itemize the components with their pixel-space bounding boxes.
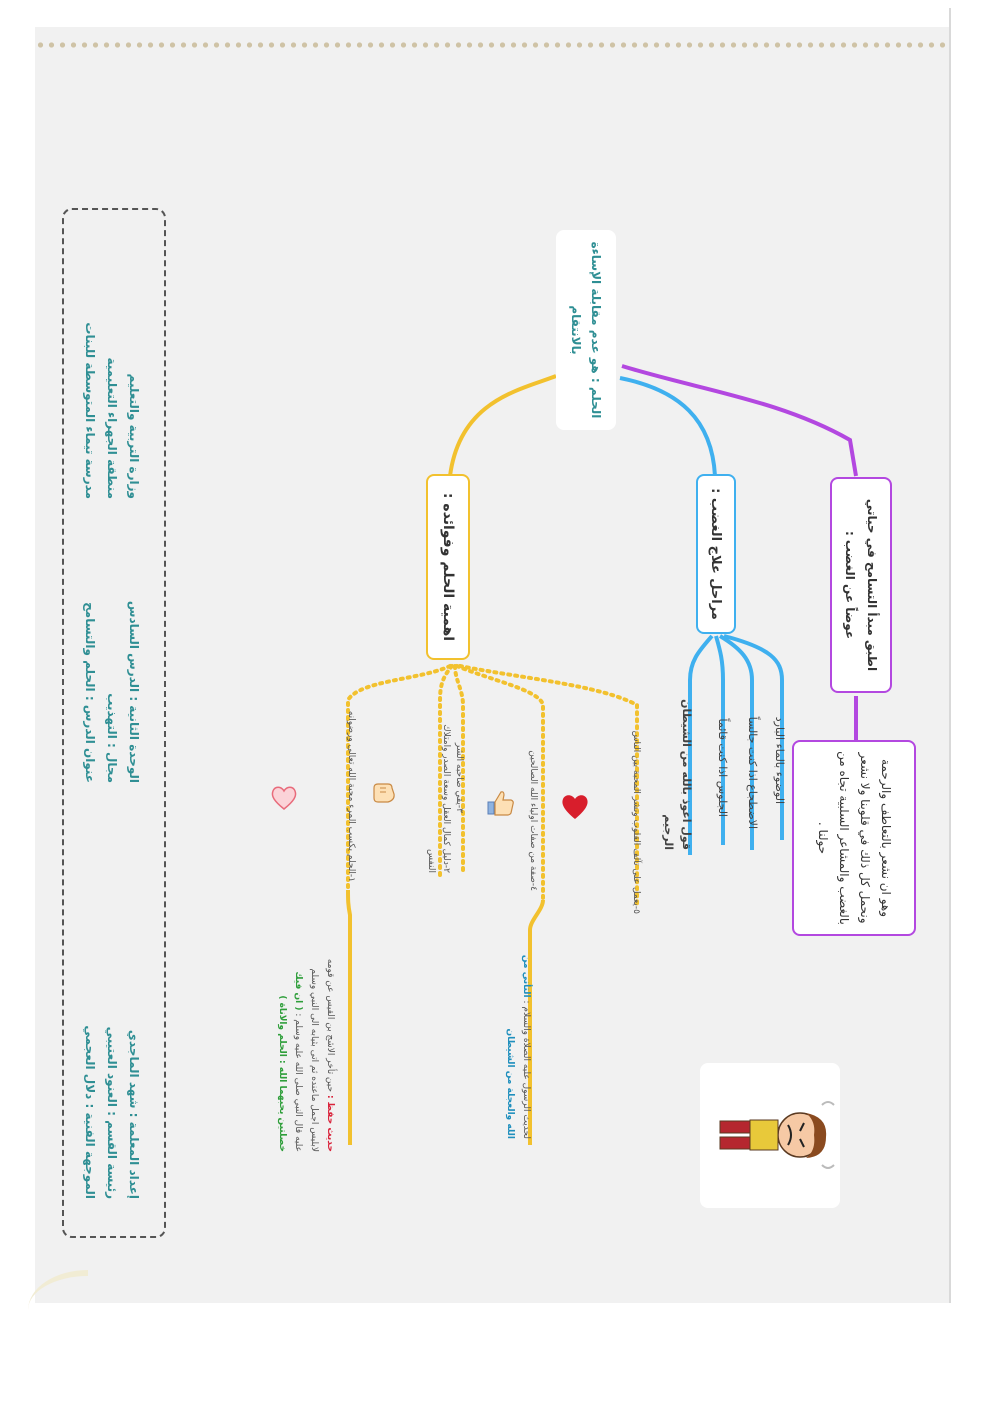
lesson-block: الوحدة الثانية : الدرس السادس مجال : الت… bbox=[77, 533, 147, 783]
anger-node: مراحل علاج الغضب : bbox=[696, 474, 736, 634]
hadith2-text: لحديث الرسول عليه الصلاة والسلام : bbox=[521, 1000, 531, 1139]
root-node: الحلم : هو عدم مقابلة الإساءة بالانتقام bbox=[556, 230, 616, 430]
importance-title: اهمية الحلم وفوائده : bbox=[440, 492, 456, 642]
tolerance-title: اطبق مبدأ التسامح في حياتي عوضاً عن الغض… bbox=[843, 498, 879, 672]
credits-line-3: الموجهة الفنية : دلال العجمي bbox=[83, 1025, 97, 1199]
ministry-block: وزارة التربية والتعليم منطقة الجهراء الت… bbox=[77, 249, 147, 499]
angry-boy-illustration bbox=[719, 1101, 835, 1169]
ministry-line-1: وزارة التربية والتعليم bbox=[127, 373, 141, 499]
header-box bbox=[62, 208, 166, 1238]
credits-block: إعداد المعلمة : شهد الماجدي رئيسة القسم … bbox=[77, 949, 147, 1199]
page-edge bbox=[949, 8, 951, 1303]
hand-icon bbox=[373, 783, 395, 803]
lesson-line-3: عنوان الدرس : الحلم والتسامح bbox=[83, 602, 97, 783]
illustration-card bbox=[700, 1063, 840, 1208]
importance-node: اهمية الحلم وفوائده : bbox=[426, 474, 470, 660]
lesson-line-1: الوحدة الثانية : الدرس السادس bbox=[127, 600, 141, 783]
anger-item-4: الوضوء بالماء البارد bbox=[773, 716, 786, 804]
importance-item-4: ٤-صفة من صفات اولياء الله الصالحين bbox=[528, 750, 538, 891]
hadith-block: حديث حفظ : حين تأخر الاشج بن القيس عن قو… bbox=[242, 952, 338, 1152]
root-text: الحلم : هو عدم مقابلة الإساءة بالانتقام bbox=[569, 241, 603, 419]
ministry-line-3: مدرسة تيماء المتوسطة للبنات bbox=[83, 322, 97, 499]
hadith-title: حديث حفظ : bbox=[325, 1094, 335, 1152]
credits-line-1: إعداد المعلمة : شهد الماجدي bbox=[127, 1029, 141, 1199]
anger-item-3: الاضطجاع اذا كنت جالساً bbox=[746, 716, 759, 829]
importance-item-5: ٥-يعمل على تآلف القلوب ونشر المحبة بين ا… bbox=[631, 730, 641, 914]
credits-line-2: رئيسة القسم : العنود العتيبي bbox=[105, 1026, 119, 1199]
anger-title: مراحل علاج الغضب : bbox=[708, 488, 724, 620]
red-heart-icon bbox=[562, 795, 588, 819]
hadith2-block: لحديث الرسول عليه الصلاة والسلام : التأن… bbox=[498, 939, 534, 1139]
heart-icon bbox=[271, 786, 297, 810]
lesson-line-2: مجال : التهذيب bbox=[105, 693, 119, 783]
tolerance-detail-node: وهو ان نشعر بالتعاطف والرحمة ونحمل كل ذل… bbox=[792, 740, 916, 936]
dotted-border bbox=[35, 41, 949, 49]
tolerance-detail-text: وهو ان نشعر بالتعاطف والرحمة ونحمل كل ذل… bbox=[816, 751, 893, 925]
tolerance-node: اطبق مبدأ التسامح في حياتي عوضاً عن الغض… bbox=[830, 477, 892, 693]
anger-item-2: الجلوس اذا كنت قائماً bbox=[716, 718, 729, 817]
anger-item-1: قول اعوذ بالله من الشيطان الرجيم bbox=[662, 699, 693, 850]
importance-item-1: ١-الحلم يكسب المرء محبة الله تعالى ورضوا… bbox=[346, 710, 356, 882]
thumbs-up-icon bbox=[487, 791, 514, 816]
importance-item-3: ٣-يقي صاحبه الشر bbox=[454, 742, 464, 813]
ministry-line-2: منطقة الجهراء التعليمية bbox=[105, 357, 119, 500]
